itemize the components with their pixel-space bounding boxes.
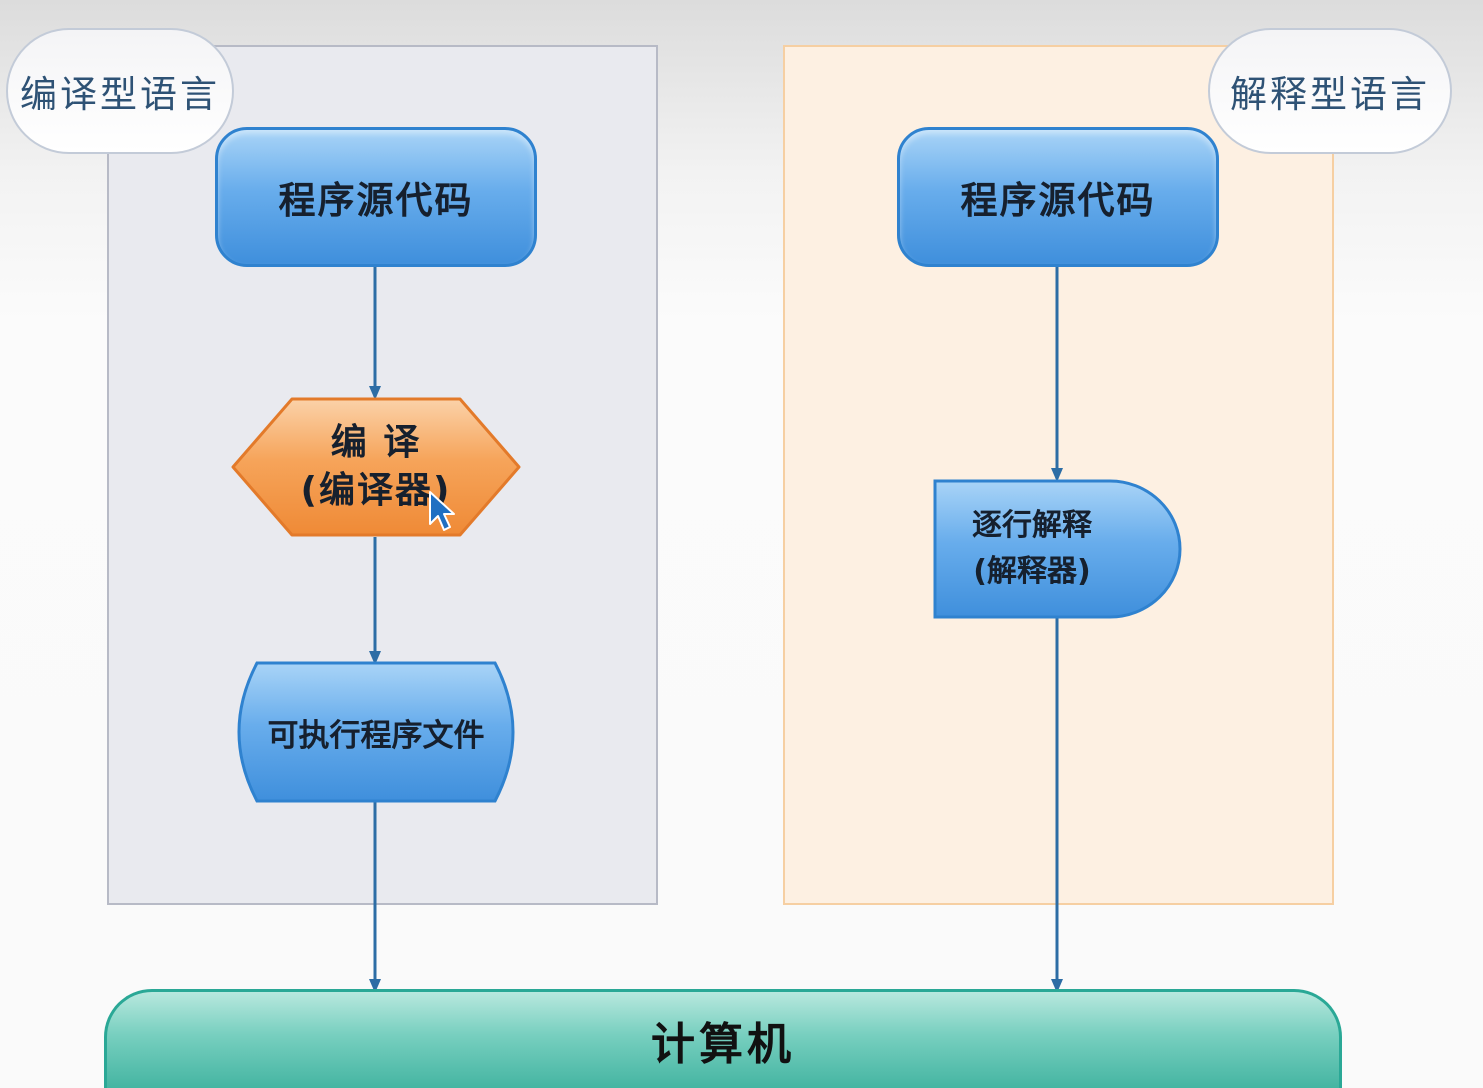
mouse-cursor-icon <box>429 491 455 531</box>
compile-node: 编 译 (编译器) <box>232 398 520 536</box>
interpret-node-title: 逐行解释 <box>972 508 1092 543</box>
executable-file-node: 可执行程序文件 <box>267 717 485 754</box>
computer-node: 计算机 <box>104 989 1342 1088</box>
interpreted-source-code-node: 程序源代码 <box>897 127 1219 267</box>
interpret-node-subtitle: (解释器) <box>973 554 1091 589</box>
compiled-language-label: 编译型语言 <box>6 28 234 154</box>
compile-hexagon-shape <box>231 397 521 537</box>
interpret-node: 逐行解释 (解释器) <box>933 480 1181 618</box>
compile-node-title: 编 译 <box>330 422 422 463</box>
compiled-source-code-node: 程序源代码 <box>215 127 537 267</box>
executable-file-shape <box>237 661 515 803</box>
interpreted-language-label: 解释型语言 <box>1208 28 1452 154</box>
compile-node-subtitle: (编译器) <box>300 470 452 511</box>
interpret-delay-shape <box>933 479 1182 619</box>
